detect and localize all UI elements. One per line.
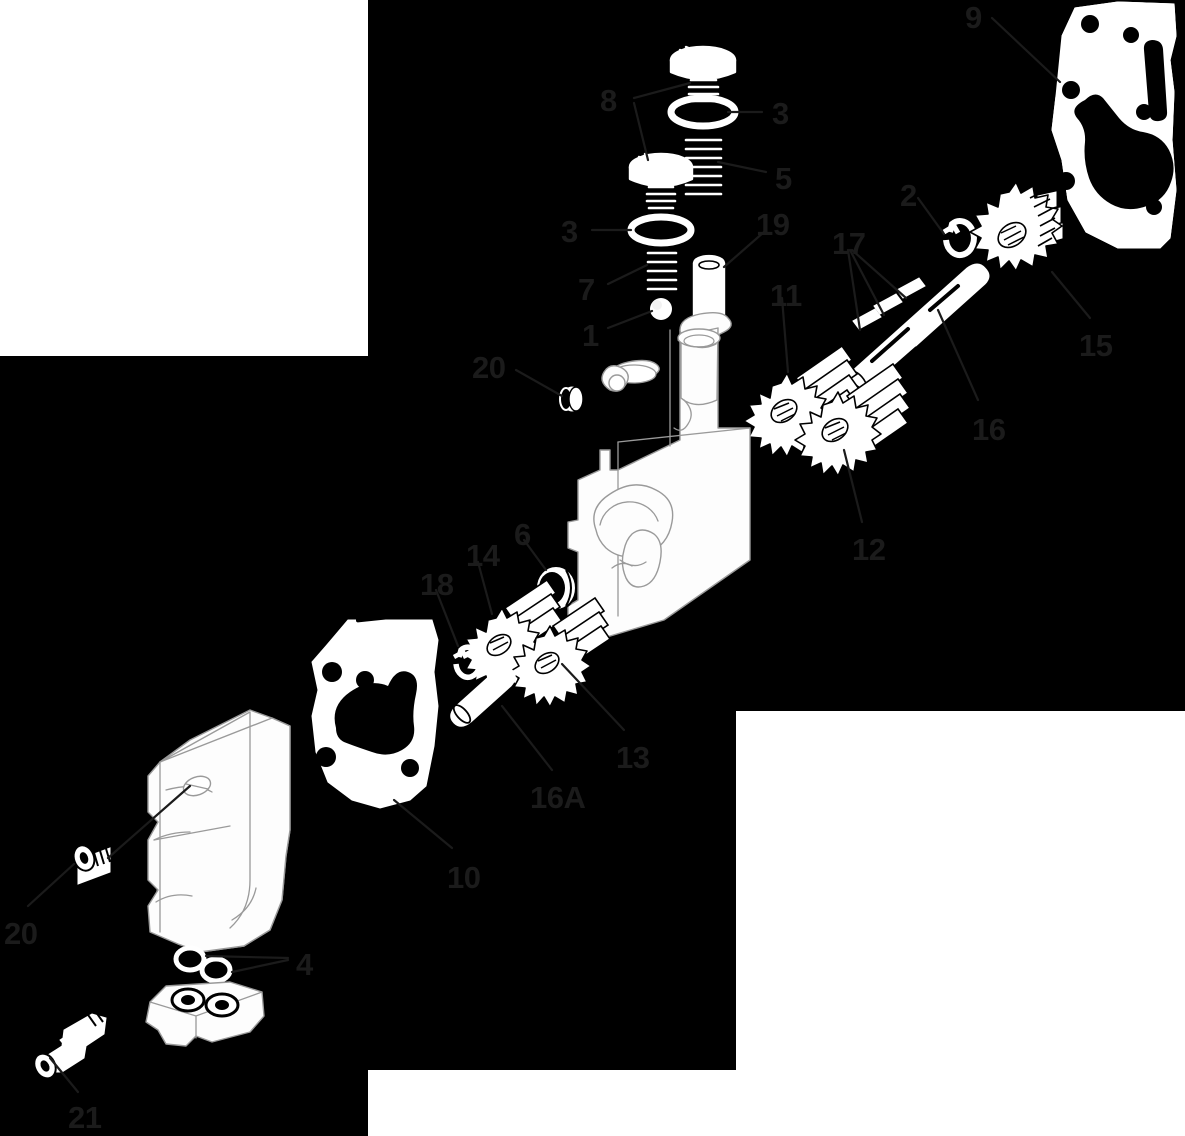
part-gasket-lower [311, 585, 439, 809]
callout-10: 10 [447, 860, 481, 895]
part-gear-13 [508, 596, 612, 708]
part-setscrew-20-lower [72, 841, 111, 885]
callout-15: 15 [1079, 328, 1113, 363]
callout-6: 6 [514, 517, 531, 552]
part-setscrew-20-upper [559, 386, 584, 412]
callout-20-upper: 20 [472, 350, 506, 385]
part-screw-lower [628, 152, 694, 210]
mask-plate-bottom-right [736, 711, 1185, 1136]
part-snapring-18 [452, 644, 483, 680]
mask-plate-bottom-strip [368, 1070, 1185, 1136]
part-washer-3-lower [627, 213, 695, 247]
callout-19: 19 [756, 207, 790, 242]
callout-21: 21 [68, 1100, 102, 1135]
callout-8: 8 [600, 83, 617, 118]
part-valve-plate [145, 981, 265, 1047]
part-fitting-21 [33, 999, 116, 1080]
part-oring-4 [173, 945, 233, 984]
callout-20-lower: 20 [4, 916, 38, 951]
part-lower-cover [147, 709, 291, 953]
callout-13: 13 [616, 740, 650, 775]
callout-16: 16 [972, 412, 1006, 447]
callout-3-a: 3 [772, 96, 789, 131]
part-gasket-upper [1051, 1, 1177, 249]
callout-16a: 16A [530, 780, 586, 815]
callout-14: 14 [466, 538, 500, 573]
callout-7: 7 [578, 272, 595, 307]
part-pump-body [567, 311, 751, 643]
part-screw-upper [669, 45, 737, 103]
callout-5: 5 [775, 161, 792, 196]
part-ball-1 [650, 298, 672, 320]
mask-plate-top-left [0, 0, 368, 356]
part-retaining-ring-2 [942, 218, 977, 258]
part-spring-7 [646, 251, 678, 291]
callout-4: 4 [296, 947, 313, 982]
callout-18: 18 [420, 567, 454, 602]
callout-1: 1 [582, 318, 599, 353]
callout-11: 11 [770, 278, 802, 313]
callout-9: 9 [965, 0, 982, 35]
part-shaft-16a [450, 666, 516, 727]
callout-3-b: 3 [561, 214, 578, 249]
leader-lines [26, 16, 1092, 1094]
part-gear-15 [969, 181, 1063, 272]
callout-17: 17 [832, 226, 866, 261]
callout-2: 2 [900, 178, 917, 213]
callout-12: 12 [852, 532, 886, 567]
part-gear-12 [794, 362, 912, 477]
